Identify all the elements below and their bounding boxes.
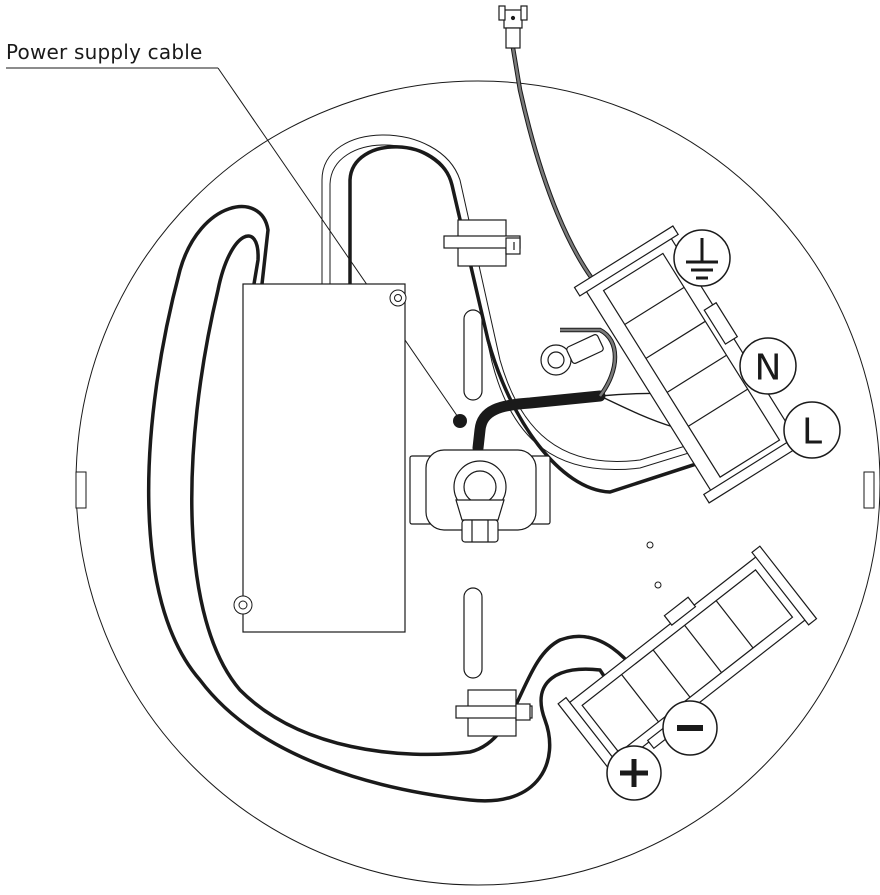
left-clip: [75, 471, 87, 509]
mains-terminal-block: [573, 225, 809, 504]
mounting-slot-bottom: [463, 587, 483, 679]
neutral-letter: N: [755, 348, 782, 389]
driver-wire-top: [348, 145, 771, 494]
driver-box: [233, 283, 407, 633]
live-letter: L: [802, 412, 822, 453]
plus-icon: [620, 759, 648, 787]
negative-terminal-symbol: [662, 700, 718, 756]
power-supply-cable: [472, 390, 606, 454]
cable-clamp-bottom: [455, 689, 533, 737]
earth-terminal-symbol: [673, 229, 731, 287]
earth-ring-lug: [540, 334, 604, 376]
mounting-slot-top: [463, 309, 483, 401]
cable-clamp-top: [443, 219, 521, 267]
neutral-terminal-symbol: N: [739, 337, 797, 395]
hole: [646, 541, 654, 549]
callout-dot: [453, 414, 467, 428]
right-clip: [863, 471, 875, 509]
central-bracket: [409, 449, 551, 543]
positive-terminal-symbol: [606, 745, 662, 801]
earth-connector: [498, 5, 528, 49]
led-terminal-block: [557, 545, 818, 778]
driver-wire-loop-inner: [190, 234, 652, 757]
live-terminal-symbol: L: [783, 401, 841, 459]
power-supply-cable-label: Power supply cable: [6, 40, 203, 64]
callout-leader: [6, 67, 461, 421]
hole: [654, 581, 662, 589]
earth-ground-icon: [686, 238, 718, 280]
driver-wire-loop-outer: [146, 204, 622, 803]
